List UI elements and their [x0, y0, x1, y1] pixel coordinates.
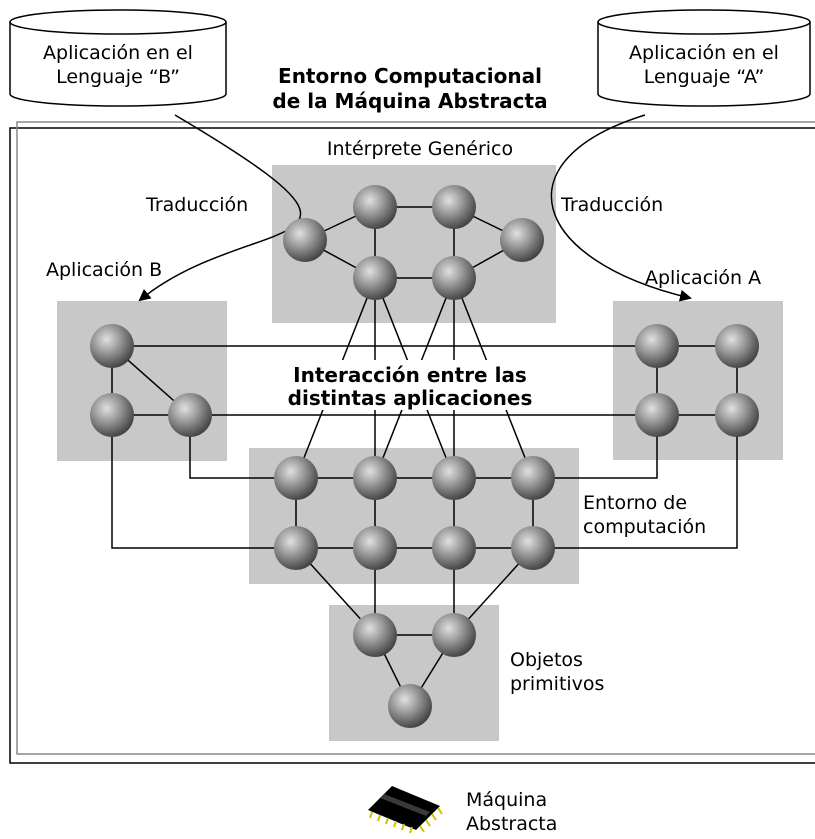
title-line1: Entorno Computacional: [278, 64, 542, 88]
node-sphere: [500, 218, 544, 262]
node-sphere: [635, 324, 679, 368]
app-a-box: [613, 301, 783, 460]
title-line2: de la Máquina Abstracta: [272, 89, 547, 113]
node-sphere: [432, 185, 476, 229]
translation-left-label: Traducción: [145, 194, 248, 216]
node-sphere: [511, 526, 555, 570]
app-b-label: Aplicación B: [46, 259, 162, 281]
outer-frame: [9, 127, 815, 764]
node-sphere: [715, 324, 759, 368]
environment-line2: computación: [583, 516, 706, 538]
interaction-line2: distintas aplicaciones: [288, 386, 533, 410]
app-b-box: [57, 301, 227, 461]
chip-icon: [368, 786, 443, 834]
app-a-document: Aplicación en el Lenguaje “A”: [597, 9, 811, 107]
node-sphere: [432, 456, 476, 500]
node-sphere: [353, 185, 397, 229]
translation-right-backdrop: [557, 190, 685, 218]
interaction-label-backdrop: [262, 360, 562, 410]
interpreter-label: Intérprete Genérico: [327, 138, 513, 160]
node-sphere: [168, 393, 212, 437]
interaction-line1: Interacción entre las: [293, 363, 527, 387]
node-sphere: [432, 526, 476, 570]
node-sphere: [90, 393, 134, 437]
inner-frame: [16, 121, 815, 755]
node-sphere: [353, 456, 397, 500]
machine-line1: Máquina: [466, 789, 547, 811]
node-sphere: [353, 613, 397, 657]
node-sphere: [432, 613, 476, 657]
app-b-doc-line1: Aplicación en el: [43, 42, 193, 64]
translation-arrow-a: [550, 114, 692, 302]
node-sphere: [432, 256, 476, 300]
translation-left-backdrop: [143, 190, 271, 218]
node-sphere: [353, 526, 397, 570]
app-a-label: Aplicación A: [645, 267, 761, 289]
node-sphere: [90, 324, 134, 368]
app-a-doc-line2: Lenguaje “A”: [644, 66, 765, 88]
node-sphere: [274, 456, 318, 500]
node-sphere: [274, 526, 318, 570]
environment-line1: Entorno de: [583, 492, 687, 514]
node-sphere: [388, 684, 432, 728]
node-sphere: [715, 393, 759, 437]
node-sphere: [283, 218, 327, 262]
nodes: [90, 185, 759, 728]
machine-line2: Abstracta: [466, 813, 557, 835]
primitives-line2: primitivos: [510, 673, 604, 695]
node-sphere: [353, 256, 397, 300]
node-sphere: [511, 456, 555, 500]
app-a-doc-line1: Aplicación en el: [629, 42, 779, 64]
app-b-doc-line2: Lenguaje “B”: [56, 66, 180, 88]
translation-right-label: Traducción: [560, 194, 663, 216]
app-b-document: Aplicación en el Lenguaje “B”: [9, 9, 227, 107]
primitives-line1: Objetos: [510, 649, 583, 671]
node-sphere: [635, 393, 679, 437]
